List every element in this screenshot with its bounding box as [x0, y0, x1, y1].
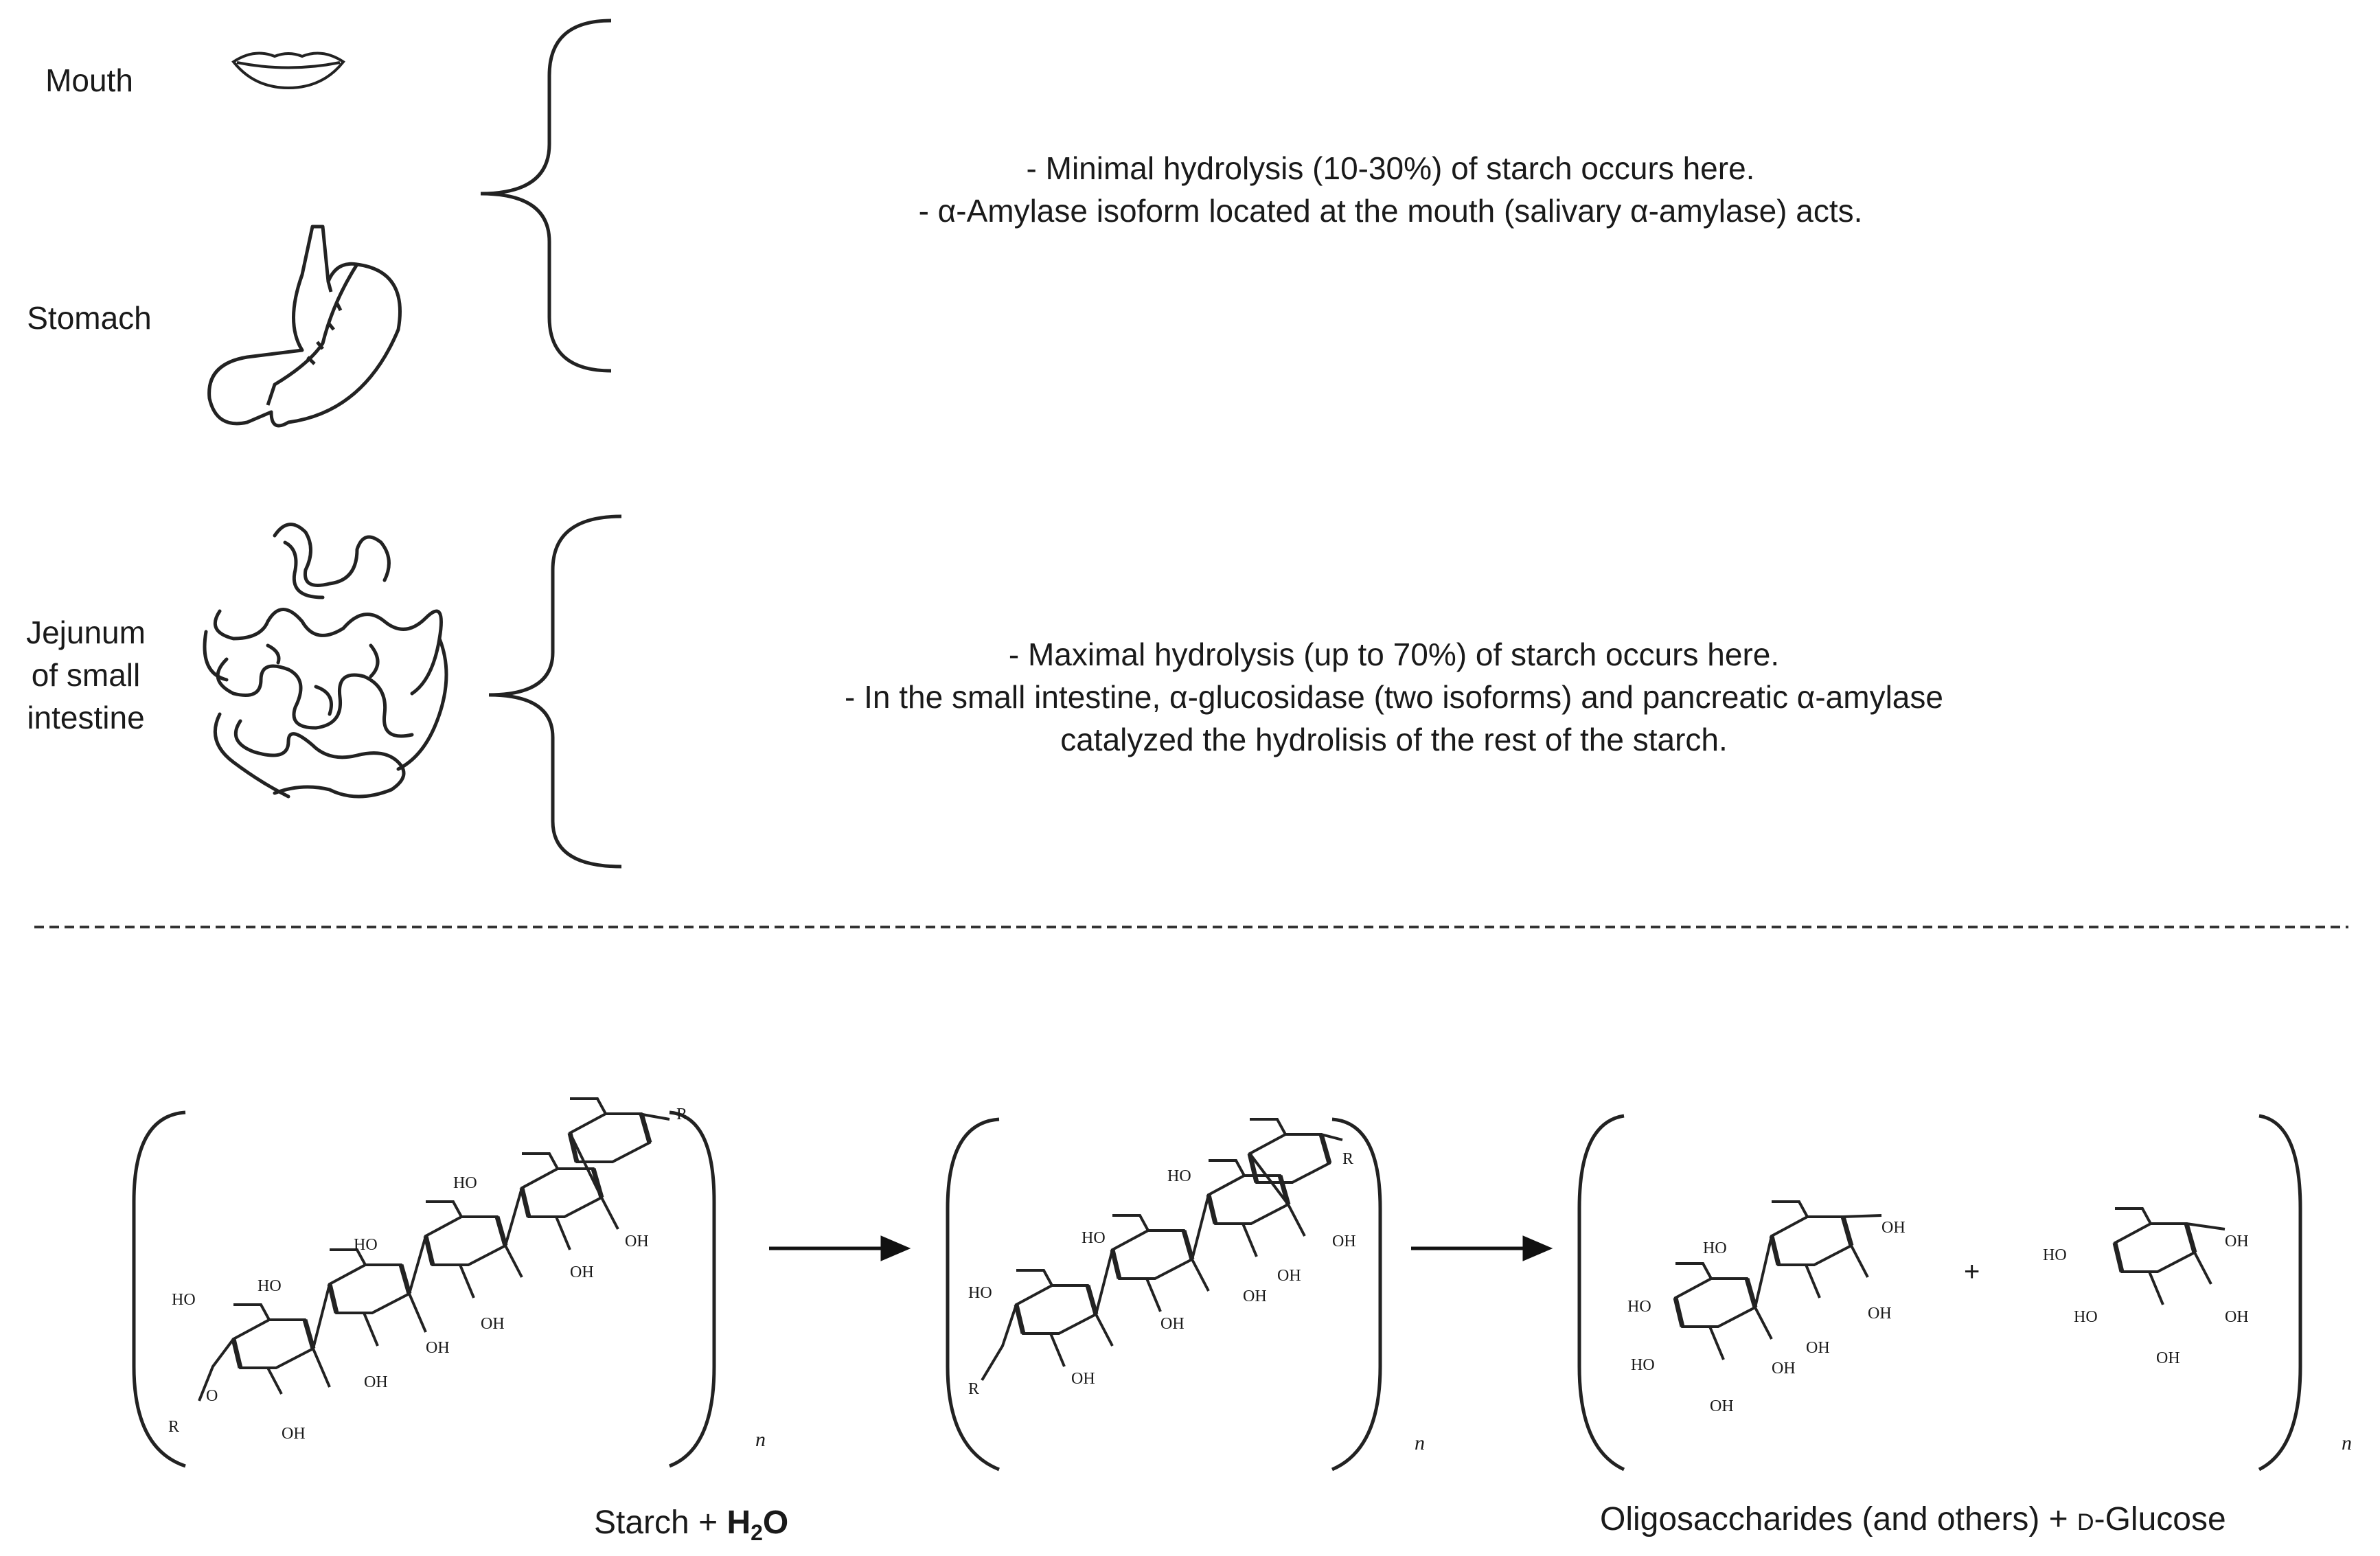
atom-oh-2c: OH: [1243, 1288, 1267, 1305]
atom-oh-2a: OH: [1071, 1370, 1095, 1388]
atom-ho-4b: HO: [2074, 1308, 2098, 1326]
atom-ho-3b: HO: [1631, 1356, 1655, 1374]
water-o: O: [762, 1504, 789, 1541]
atom-o-1: O: [206, 1387, 218, 1405]
atom-ho-4a: HO: [2043, 1246, 2067, 1264]
atom-ho-2b: HO: [1082, 1229, 1106, 1247]
products-caption-suffix: -Glucose: [2094, 1501, 2226, 1537]
lower-description-line-2: - In the small intestine, α-glucosidase …: [845, 679, 1943, 715]
jejunum-label-line-3: intestine: [27, 700, 145, 735]
products-caption-prefix: Oligosaccharides (and others) +: [1600, 1501, 2078, 1537]
atom-oh-3b: OH: [1772, 1360, 1796, 1377]
atom-oh-1d: OH: [481, 1315, 505, 1333]
lower-brace: [488, 514, 622, 869]
oligo-structure-2: [1675, 1200, 1882, 1360]
lower-description: - Maximal hydrolysis (up to 70%) of star…: [604, 633, 2184, 761]
atom-ho-3c: HO: [1703, 1239, 1727, 1257]
plus-sign: +: [1964, 1257, 1980, 1287]
atom-oh-2b: OH: [1160, 1315, 1185, 1333]
atom-oh-1c: OH: [426, 1339, 450, 1357]
atom-oh-4a: OH: [2156, 1349, 2180, 1367]
upper-brace: [480, 19, 612, 373]
atom-oh-1e: OH: [570, 1263, 594, 1281]
water-subscript: 2: [751, 1520, 763, 1545]
atom-oh-1f: OH: [625, 1233, 649, 1250]
atom-oh-3a: OH: [1710, 1397, 1734, 1415]
atom-oh-2d: OH: [1277, 1267, 1301, 1285]
atom-oh-1b: OH: [364, 1373, 388, 1391]
products-caption: Oligosaccharides (and others) + D-Glucos…: [1600, 1500, 2226, 1538]
atom-oh-1a: OH: [282, 1425, 306, 1443]
water-h: H: [726, 1504, 751, 1541]
stomach-icon: [207, 225, 402, 428]
jejunum-label-line-2: of small: [31, 657, 141, 693]
atom-oh-3e: OH: [1881, 1219, 1906, 1237]
jejunum-label: Jejunum of small intestine: [0, 611, 172, 739]
atom-ho-1c: HO: [354, 1236, 378, 1254]
repeat-index-1: n: [755, 1428, 766, 1451]
reaction-arrows: [769, 1235, 1553, 1261]
atom-oh-4b: OH: [2225, 1308, 2249, 1326]
atom-oh-2e: OH: [1332, 1233, 1356, 1250]
atom-r-1: R: [168, 1418, 180, 1436]
lower-description-line-3: catalyzed the hydrolisis of the rest of …: [1060, 722, 1728, 757]
glucose-structure: [2115, 1207, 2225, 1305]
reaction-brackets: [132, 1110, 2302, 1472]
starch-structure: [198, 1097, 670, 1401]
d-small-caps: D: [2077, 1509, 2094, 1535]
upper-description: - Minimal hydrolysis (10-30%) of starch …: [687, 147, 2094, 232]
atom-oh-3d: OH: [1868, 1305, 1892, 1323]
oligo-structure-1: [981, 1118, 1343, 1382]
intestine-icon: [203, 523, 448, 799]
starch-water-caption: Starch + H2O: [594, 1504, 788, 1546]
starch-caption-prefix: Starch +: [594, 1504, 727, 1541]
atom-r-1b: R: [676, 1106, 688, 1123]
repeat-index-2: n: [1415, 1432, 1425, 1454]
upper-description-line-2: - α-Amylase isoform located at the mouth…: [918, 193, 1863, 229]
atom-oh-4c: OH: [2225, 1233, 2249, 1250]
atom-ho-2c: HO: [1167, 1167, 1191, 1185]
atom-r-2: R: [968, 1380, 980, 1398]
atom-oh-3c: OH: [1806, 1339, 1830, 1357]
stomach-label: Stomach: [27, 300, 152, 336]
mouth-label: Mouth: [45, 62, 133, 98]
atom-ho-3a: HO: [1627, 1298, 1651, 1316]
atom-ho-1b: HO: [453, 1174, 477, 1192]
atom-ho-2a: HO: [968, 1284, 992, 1302]
repeat-index-3: n: [2342, 1432, 2352, 1454]
upper-description-line-1: - Minimal hydrolysis (10-30%) of starch …: [1026, 150, 1755, 186]
atom-r-2b: R: [1342, 1150, 1354, 1168]
atom-ho-1d: HO: [258, 1277, 282, 1295]
lower-description-line-1: - Maximal hydrolysis (up to 70%) of star…: [1008, 637, 1780, 672]
jejunum-label-line-1: Jejunum: [26, 615, 146, 650]
atom-ho-1: HO: [172, 1291, 196, 1309]
lips-icon: [231, 52, 345, 90]
